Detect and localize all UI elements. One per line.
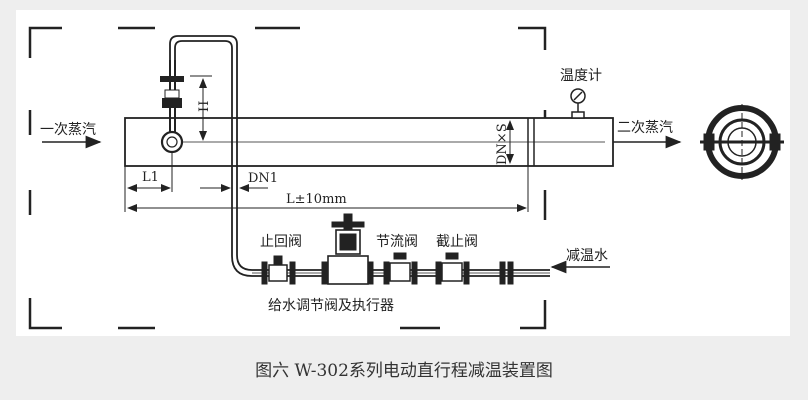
label-throttle-valve: 节流阀 [376,234,418,250]
valve-train [261,213,514,285]
label-dim-H: H [197,101,212,112]
label-primary-steam: 一次蒸汽 [40,122,96,138]
label-stop-valve: 截止阀 [436,234,478,250]
label-secondary-steam: 二次蒸汽 [617,120,673,136]
figure-caption: 图六 W-302系列电动直行程减温装置图 [255,361,553,381]
label-dim-DN1: DN1 [248,171,278,186]
main-pipe [124,117,614,167]
dimension-lines [124,75,529,212]
label-check-valve: 止回阀 [260,234,302,250]
label-desuperheating-water: 减温水 [566,248,608,264]
label-dim-DNxS: DN×S [495,123,510,165]
pipe-section-view [700,104,784,180]
label-dim-L: L±10mm [286,192,347,207]
label-thermometer: 温度计 [560,68,602,84]
spray-nozzle [160,60,184,154]
label-feed-valve-actuator: 给水调节阀及执行器 [268,298,394,314]
label-dim-L1: L1 [142,170,159,185]
flow-arrows [42,135,682,274]
thermometer-icon [570,88,586,119]
